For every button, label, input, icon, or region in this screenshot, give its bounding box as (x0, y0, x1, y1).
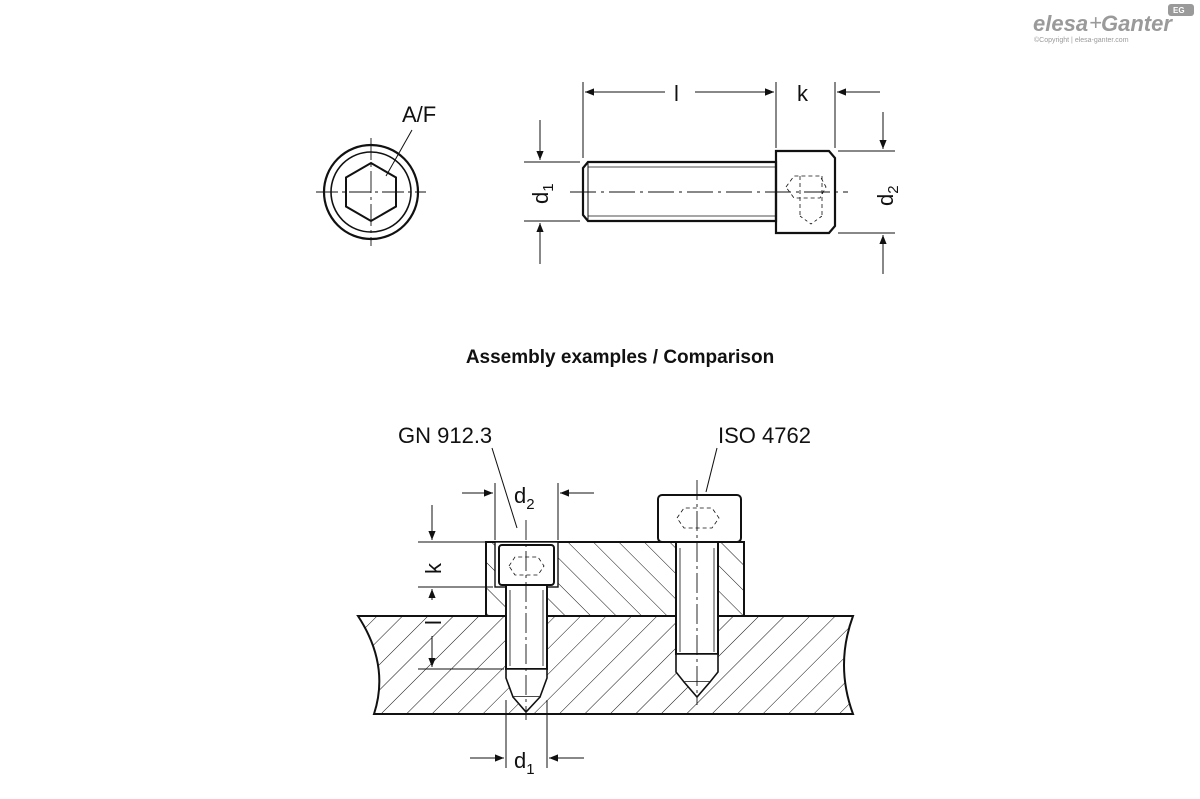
logo-plus: + (1089, 10, 1102, 35)
af-label: A/F (402, 102, 436, 127)
assembly-d1-label: d1 (514, 748, 535, 778)
base-plate (356, 615, 855, 715)
svg-text:d1: d1 (528, 183, 557, 204)
d2-dimension-label: d2 (873, 185, 902, 206)
svg-text:k: k (421, 562, 446, 574)
assembly-k-label: k (421, 562, 446, 574)
logo-badge-icon (1168, 4, 1194, 16)
assembly-d2-label: d2 (514, 483, 535, 513)
d1-dimension-label: d1 (528, 183, 557, 204)
screw-side-view (570, 149, 848, 235)
side-view-dimensions (524, 82, 895, 274)
logo-badge-text: EG (1173, 6, 1185, 15)
assembly-section (356, 447, 855, 768)
section-heading: Assembly examples / Comparison (466, 347, 774, 368)
k-dimension-label: k (797, 81, 809, 106)
gn-912-3-screw (494, 541, 559, 714)
svg-text:d2: d2 (873, 185, 902, 206)
svg-text:l: l (421, 620, 446, 625)
logo-brand-a: elesa (1033, 11, 1088, 36)
l-dimension-label: l (674, 81, 679, 106)
screw-end-view (316, 129, 426, 246)
logo-brand-b: Ganter (1101, 11, 1173, 36)
iso-4762-label: ISO 4762 (718, 423, 811, 448)
logo-copyright: ©Copyright | elesa-ganter.com (1034, 36, 1129, 44)
elesa-ganter-logo: elesa + Ganter EG ©Copyright | elesa-gan… (1033, 4, 1194, 44)
assembly-l-label: l (421, 620, 446, 625)
gn-912-3-label: GN 912.3 (398, 423, 492, 448)
